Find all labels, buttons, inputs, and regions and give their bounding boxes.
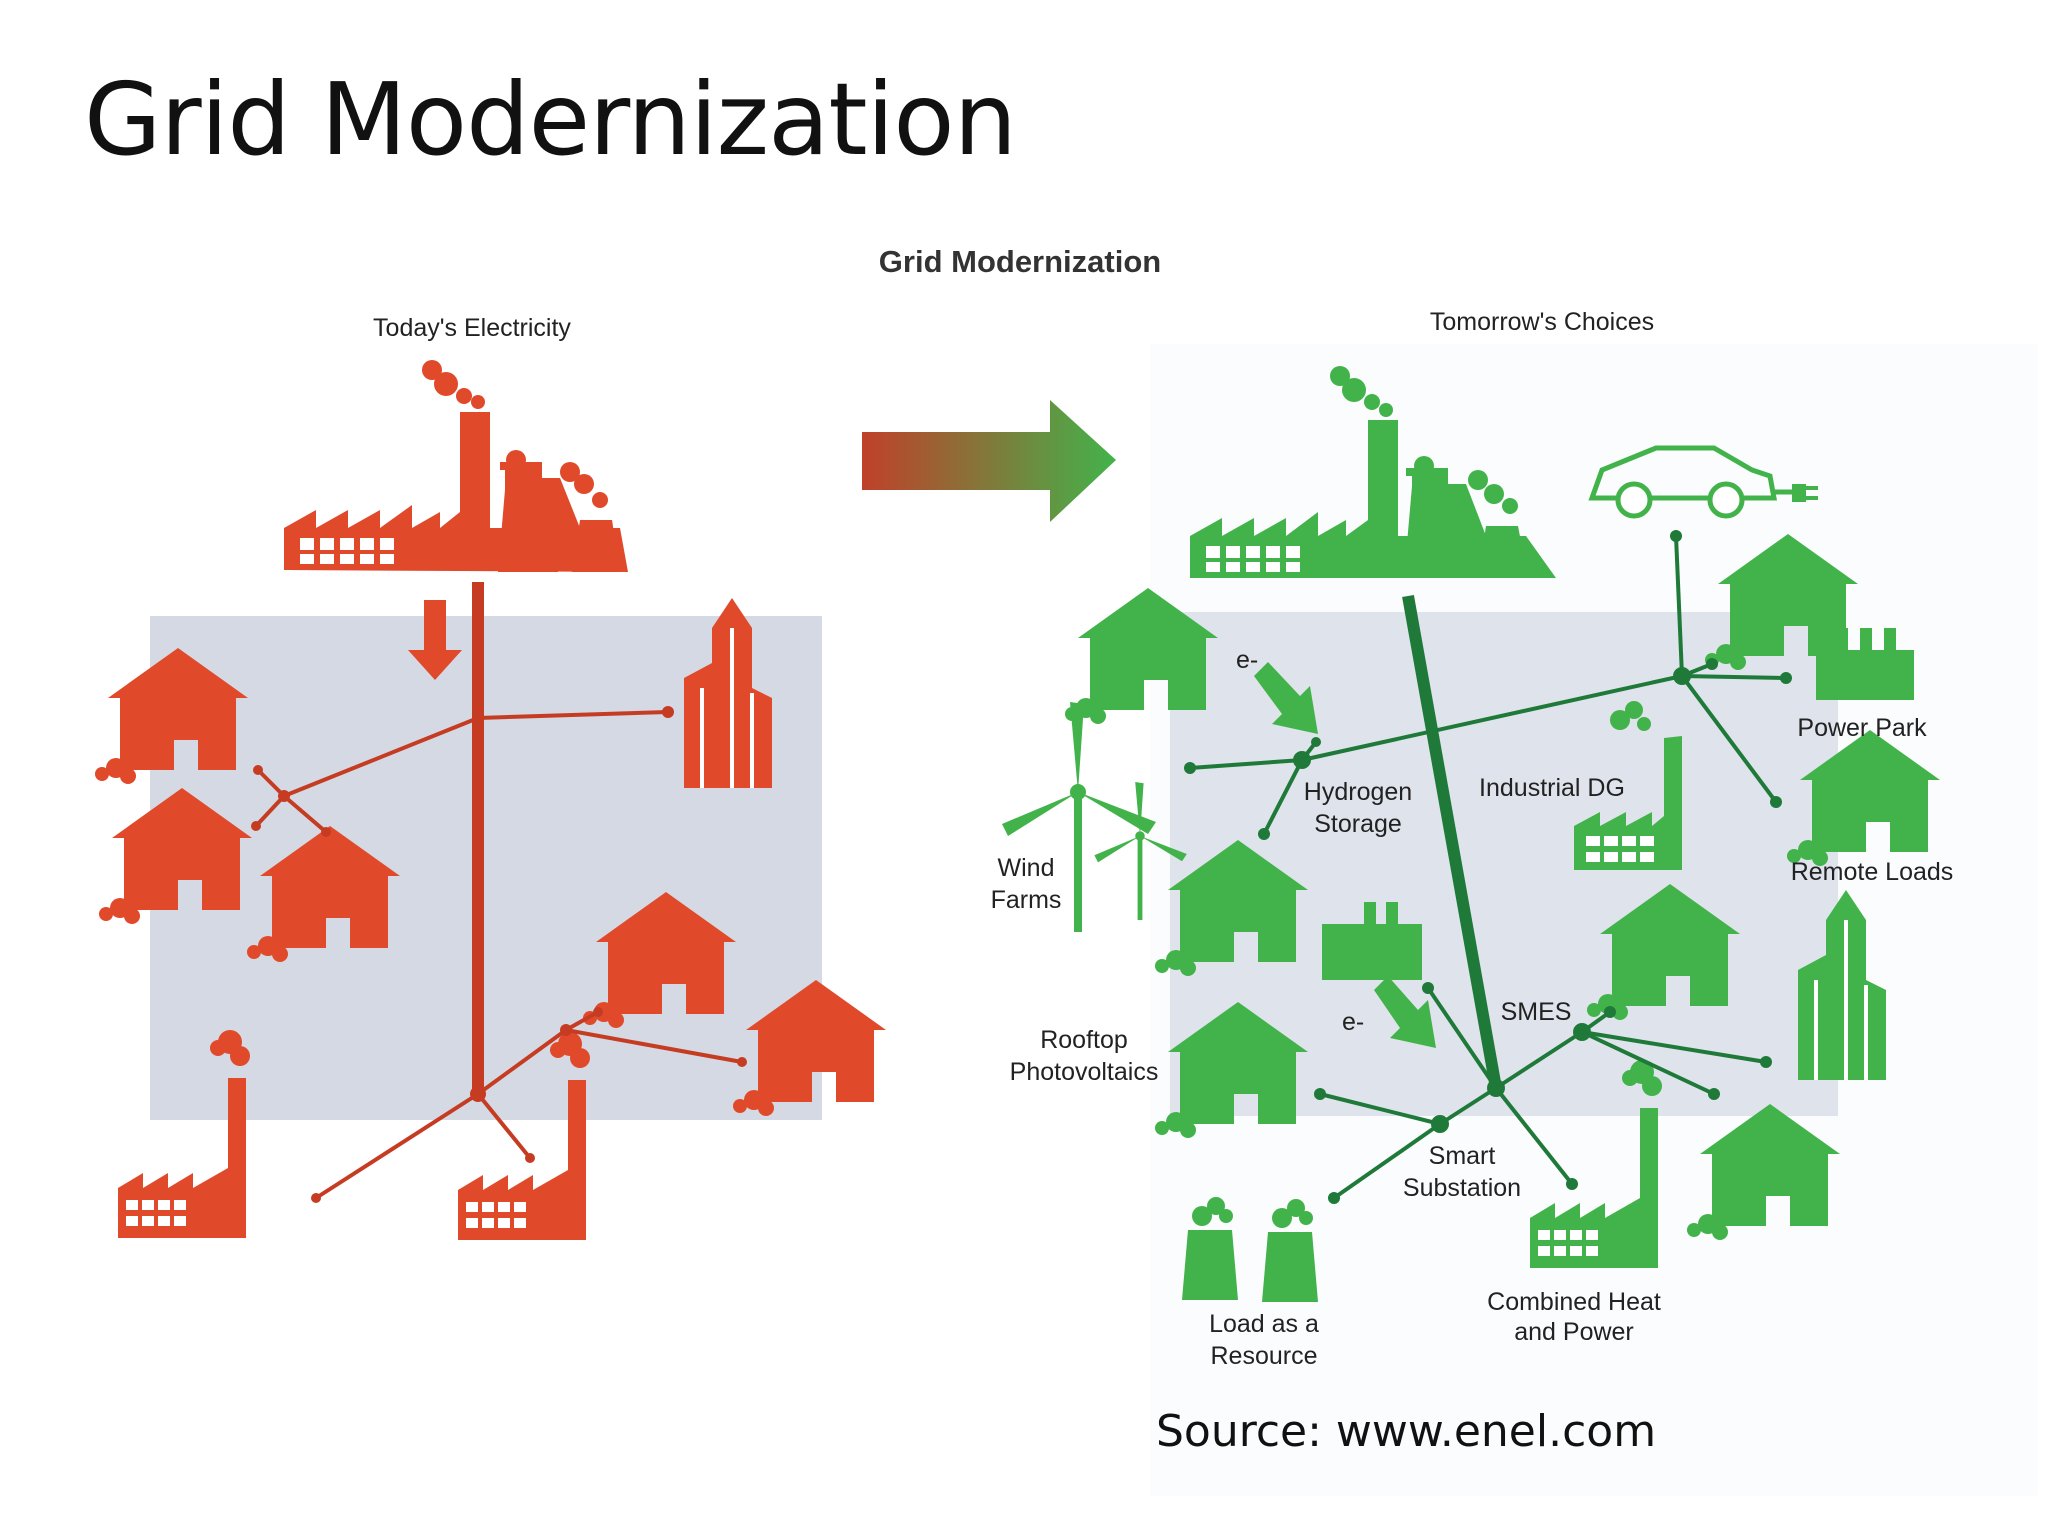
today-network: [95, 360, 886, 1240]
industrial-dg-label: Industrial DG: [1479, 774, 1625, 802]
electron-arrow-icon: [1374, 976, 1436, 1048]
smart-substation-label-line1: Smart: [1429, 1142, 1496, 1170]
source-citation: Source: www.enel.com: [1156, 1406, 1657, 1457]
today-heading: Today's Electricity: [373, 314, 571, 342]
rooftop-pv-label-line2: Photovoltaics: [1010, 1058, 1159, 1086]
electric-car-icon: [1588, 445, 1818, 519]
down-arrow-icon: [408, 600, 462, 680]
slide-title: Grid Modernization: [84, 61, 1017, 178]
tomorrow-network: e- e- Hydrogen Storage Industrial DG Pow…: [991, 344, 2038, 1496]
chp-label-line1: Combined Heat: [1487, 1288, 1661, 1316]
hydrogen-storage-label-line2: Storage: [1314, 810, 1402, 838]
industrial-dg-icon: [1574, 701, 1682, 870]
electron-label: e-: [1342, 1008, 1364, 1036]
rooftop-pv-label-line1: Rooftop: [1040, 1026, 1128, 1054]
today-power-plant-icon: [284, 360, 628, 572]
wind-farms-label-line1: Wind: [998, 854, 1055, 882]
tomorrow-heading: Tomorrow's Choices: [1430, 308, 1654, 336]
smart-substation-label-line2: Substation: [1403, 1174, 1521, 1202]
chp-label-line2: and Power: [1514, 1318, 1634, 1346]
remote-loads-label: Remote Loads: [1791, 858, 1954, 886]
electron-label: e-: [1236, 646, 1258, 674]
load-resource-label-line1: Load as a: [1209, 1310, 1319, 1338]
load-resource-label-line2: Resource: [1211, 1342, 1318, 1370]
hydrogen-storage-label-line1: Hydrogen: [1304, 778, 1412, 806]
tomorrow-power-plant-icon: [1190, 366, 1556, 578]
small-factory-icon: [1322, 902, 1422, 980]
power-park-icon: [1816, 628, 1914, 700]
smes-label: SMES: [1501, 998, 1572, 1026]
transition-arrow-icon: [862, 400, 1116, 522]
wind-farms-label-line2: Farms: [991, 886, 1062, 914]
electron-arrow-icon: [1254, 662, 1318, 734]
tomorrow-trunk-line: [1402, 594, 1502, 1090]
power-park-label: Power Park: [1797, 714, 1927, 742]
diagram-title: Grid Modernization: [879, 244, 1161, 279]
